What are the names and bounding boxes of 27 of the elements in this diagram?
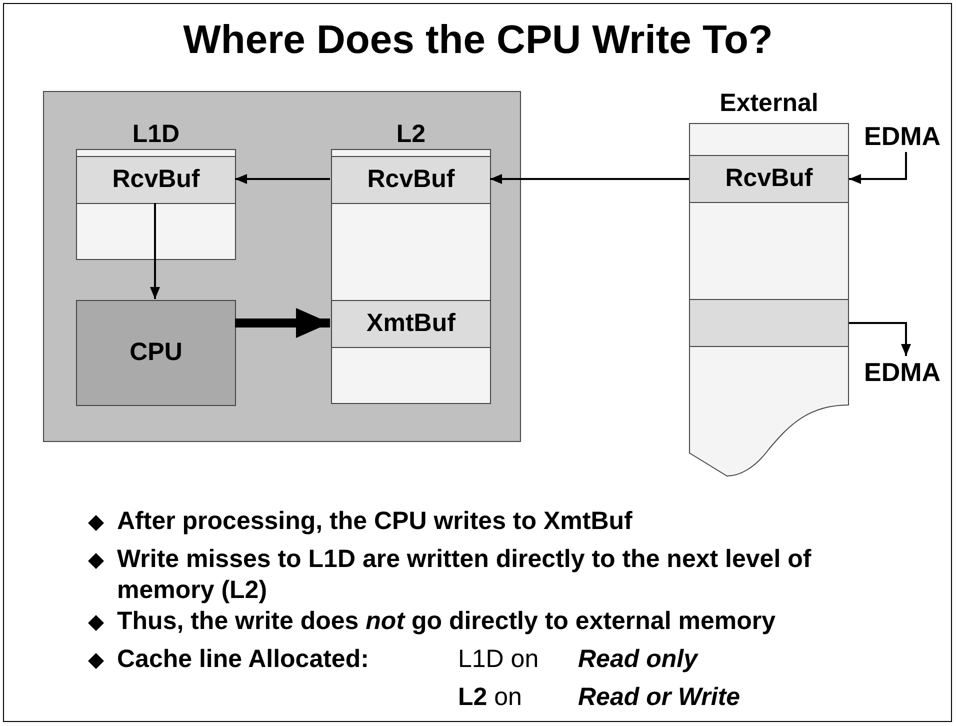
arrow: [490, 174, 689, 184]
arrow: [849, 322, 911, 356]
cpu-block: CPU: [76, 300, 236, 406]
buffer-band: RcvBuf: [76, 156, 236, 204]
column-heading: L2: [395, 119, 427, 149]
bullet-text: Thus, the write does not go directly to external memory: [117, 606, 776, 637]
bullet-text: Read only: [578, 644, 700, 675]
edma-label: EDMA: [864, 356, 948, 388]
bullet-text: Write misses to L1D are written directly to the next level of memory (L2): [117, 544, 812, 606]
column-heading: L1D: [131, 119, 181, 149]
buffer-band: RcvBuf: [689, 155, 849, 203]
arrow: [150, 203, 160, 299]
arrow: [235, 308, 330, 338]
bullet-text: L1D on: [458, 644, 540, 675]
arrow: [849, 152, 907, 184]
arrow: [235, 174, 330, 184]
buffer-band: XmtBuf: [331, 300, 491, 348]
slide-title: Where Does the CPU Write To?: [182, 17, 774, 64]
edma-label: EDMA: [864, 120, 948, 152]
bullet-text: After processing, the CPU writes to XmtBuf: [117, 506, 634, 537]
column-heading: External: [718, 88, 820, 118]
bullet-text: L2 on: [458, 682, 523, 713]
buffer-band: RcvBuf: [331, 156, 491, 204]
buffer-band: [689, 299, 849, 347]
bullet-text: Cache line Allocated:: [117, 644, 370, 675]
chip-panel: [43, 91, 521, 442]
bullet-text: Read or Write: [578, 682, 742, 713]
